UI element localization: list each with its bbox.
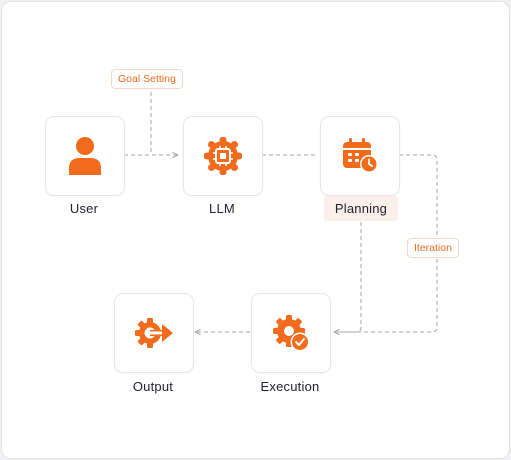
chip-icon	[204, 137, 242, 175]
user-icon	[69, 137, 101, 175]
llm-label: LLM	[209, 201, 235, 216]
execution-node[interactable]	[251, 293, 331, 373]
calendar-clock-icon	[343, 138, 378, 173]
execution-label: Execution	[260, 379, 320, 394]
goal-setting-tag: Goal Setting	[111, 69, 183, 89]
output-label: Output	[132, 379, 174, 394]
user-node[interactable]	[45, 116, 125, 196]
planning-label: Planning	[324, 196, 398, 221]
iteration-tag: Iteration	[407, 238, 459, 258]
output-node[interactable]	[114, 293, 194, 373]
user-label: User	[69, 201, 99, 216]
gear-arrow-icon	[135, 318, 173, 348]
gear-check-icon	[273, 315, 310, 352]
planning-to-execution-connector	[334, 222, 362, 333]
planning-node[interactable]	[320, 116, 400, 196]
llm-node[interactable]	[183, 116, 263, 196]
